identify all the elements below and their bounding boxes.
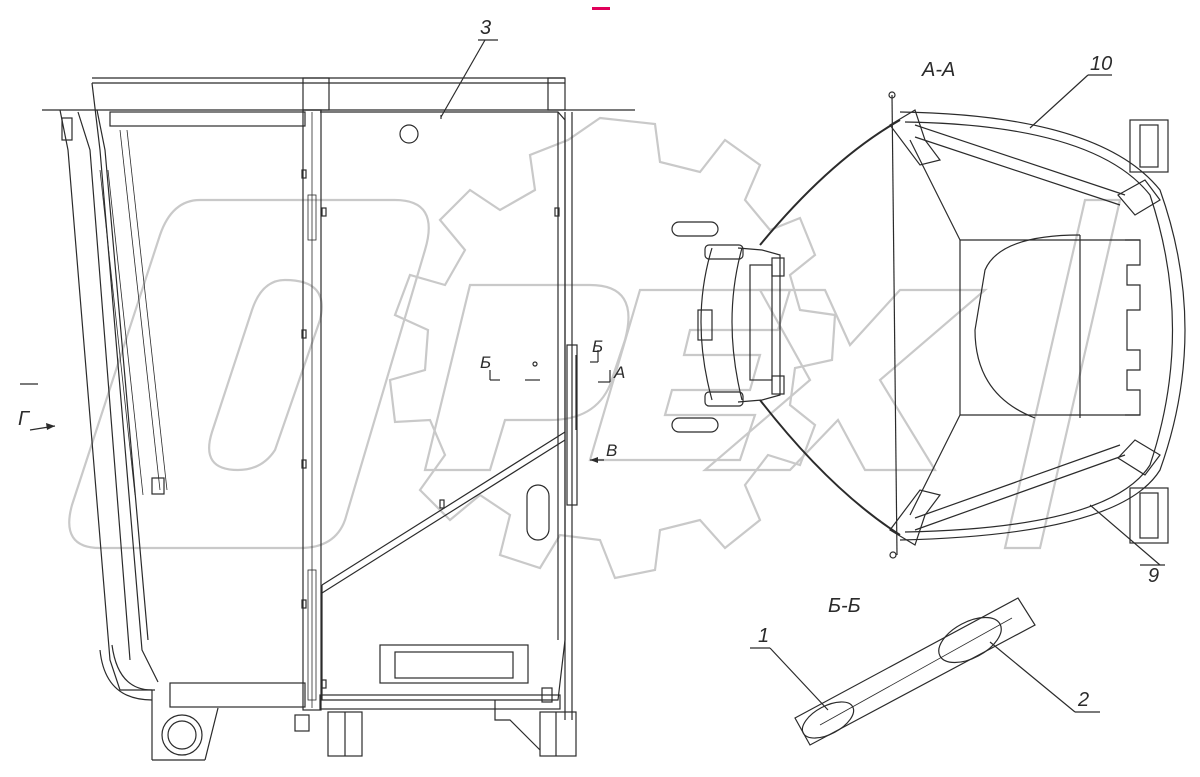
view-label-bb: Б-Б: [828, 595, 861, 617]
callout-3: 3: [480, 17, 491, 39]
callout-1: 1: [758, 625, 769, 647]
view-label-aa: А-А: [921, 59, 955, 81]
view-label-g: Г: [18, 408, 31, 430]
callout-2: 2: [1077, 689, 1089, 711]
view-mark-v: В: [606, 441, 617, 460]
section-bb-view: [794, 597, 1036, 746]
callout-10: 10: [1090, 53, 1112, 75]
section-aa-view: [671, 91, 1186, 559]
section-mark-b-left: Б: [480, 353, 491, 372]
cab-side-view: [42, 77, 635, 761]
section-mark-a: А: [613, 363, 625, 382]
callout-9: 9: [1148, 565, 1159, 587]
leader-lines: [440, 7, 1165, 713]
section-mark-b-right: Б: [592, 337, 603, 356]
section-marks: [20, 350, 611, 463]
